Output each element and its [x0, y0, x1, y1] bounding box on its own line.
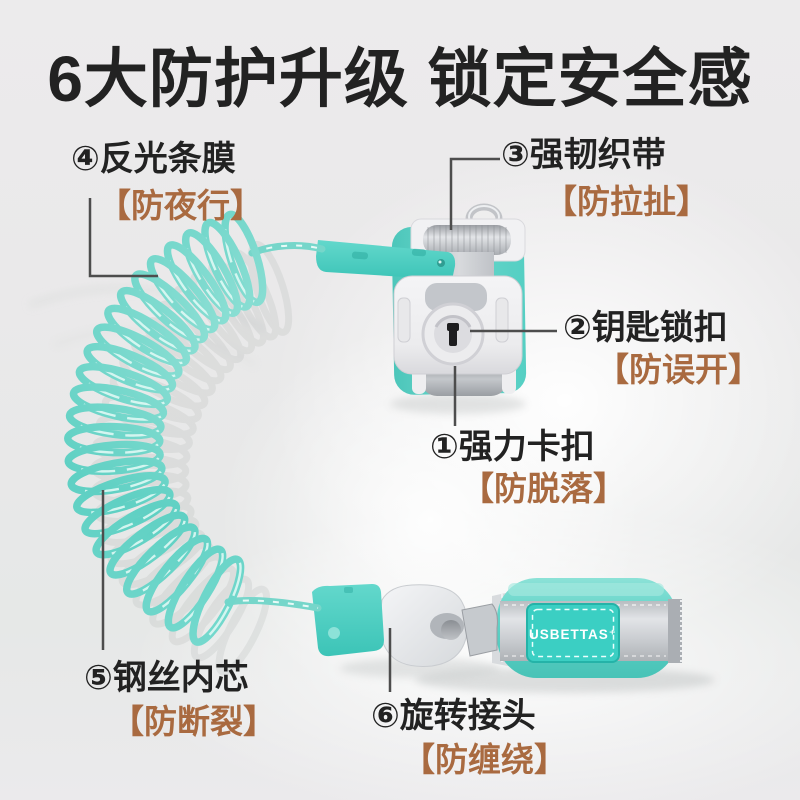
page-title: 6大防护升级 锁定安全感 [47, 43, 753, 115]
line-reflective-film [88, 198, 158, 278]
callout-strong-buckle-label: ①强力卡扣 [430, 428, 595, 466]
callout-tough-webbing-label: ③强韧织带 [501, 136, 666, 174]
callout-key-lock-benefit: 【防误开】 [596, 351, 761, 388]
buckle-arm-left [397, 297, 411, 343]
buckle-window [425, 283, 487, 311]
callout-key-lock-label: ②钥匙锁扣 [563, 309, 728, 347]
callout-reflective-film-label: ④反光条膜 [71, 140, 236, 178]
callout-swivel-joint-benefit: 【防缠绕】 [402, 741, 567, 778]
brand-label: USBETTAS⁺ [529, 627, 617, 642]
line-tough-webbing [449, 157, 500, 230]
buckle-arm-right [495, 297, 509, 343]
swivel-clip [461, 603, 498, 657]
coil-cable [64, 210, 267, 646]
coil-end-connector [312, 584, 384, 657]
callout-strong-buckle-benefit: 【防脱落】 [461, 470, 626, 507]
brand-patch: USBETTAS⁺ [526, 603, 620, 663]
callout-steel-core-label: ⑤钢丝内芯 [84, 659, 249, 697]
roller-knurl [427, 225, 507, 255]
callout-swivel-joint-label: ⑥旋转接头 [371, 697, 536, 735]
swivel-connector [224, 584, 498, 667]
annotation-lines [88, 157, 557, 692]
buckle-assembly [248, 203, 527, 396]
callout-tough-webbing-benefit: 【防拉扯】 [544, 183, 709, 220]
callout-steel-core-benefit: 【防断裂】 [111, 703, 276, 740]
swivel-pin [441, 620, 461, 640]
coil-end-wire [224, 597, 322, 612]
keyhole [447, 323, 459, 346]
strap-end [668, 599, 682, 663]
soft-shadows [28, 285, 715, 693]
metal-roller [423, 225, 511, 255]
callout-reflective-film-benefit: 【防夜行】 [98, 187, 263, 224]
swivel-head [379, 584, 468, 667]
wristband: USBETTAS⁺ [492, 578, 682, 678]
